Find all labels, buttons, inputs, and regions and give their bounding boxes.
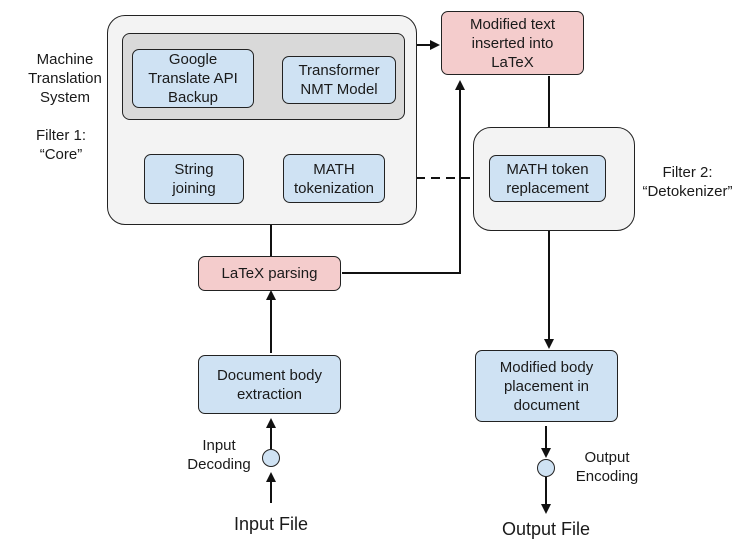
modified-text-inserted-node: Modified text inserted into LaTeX — [441, 11, 584, 75]
filter2-label: Filter 2: “Detokenizer” — [642, 164, 733, 200]
output-encoding-dot — [537, 459, 555, 477]
input-decoding-label: Input Decoding — [187, 437, 251, 473]
arrow-parsing-to-modified-text — [342, 80, 465, 274]
string-joining-node: String joining — [144, 154, 244, 204]
machine-translation-system-label: Machine Translation System — [28, 51, 102, 106]
modified-body-placement-node: Modified body placement in document — [475, 350, 618, 422]
output-file-label: Output File — [501, 519, 591, 539]
filter1-label: Filter 1: “Core” — [35, 127, 86, 163]
input-decoding-dot — [262, 449, 280, 467]
document-body-extraction-node: Document body extraction — [198, 355, 341, 414]
transformer-nmt-node: Transformer NMT Model — [282, 56, 396, 104]
google-translate-backup-node: Google Translate API Backup — [132, 49, 254, 108]
output-encoding-label: Output Encoding — [575, 449, 639, 485]
input-file-label: Input File — [233, 514, 309, 534]
math-token-replacement-node: MATH token replacement — [489, 155, 606, 202]
math-tokenization-node: MATH tokenization — [283, 154, 385, 203]
latex-parsing-node: LaTeX parsing — [198, 256, 341, 291]
